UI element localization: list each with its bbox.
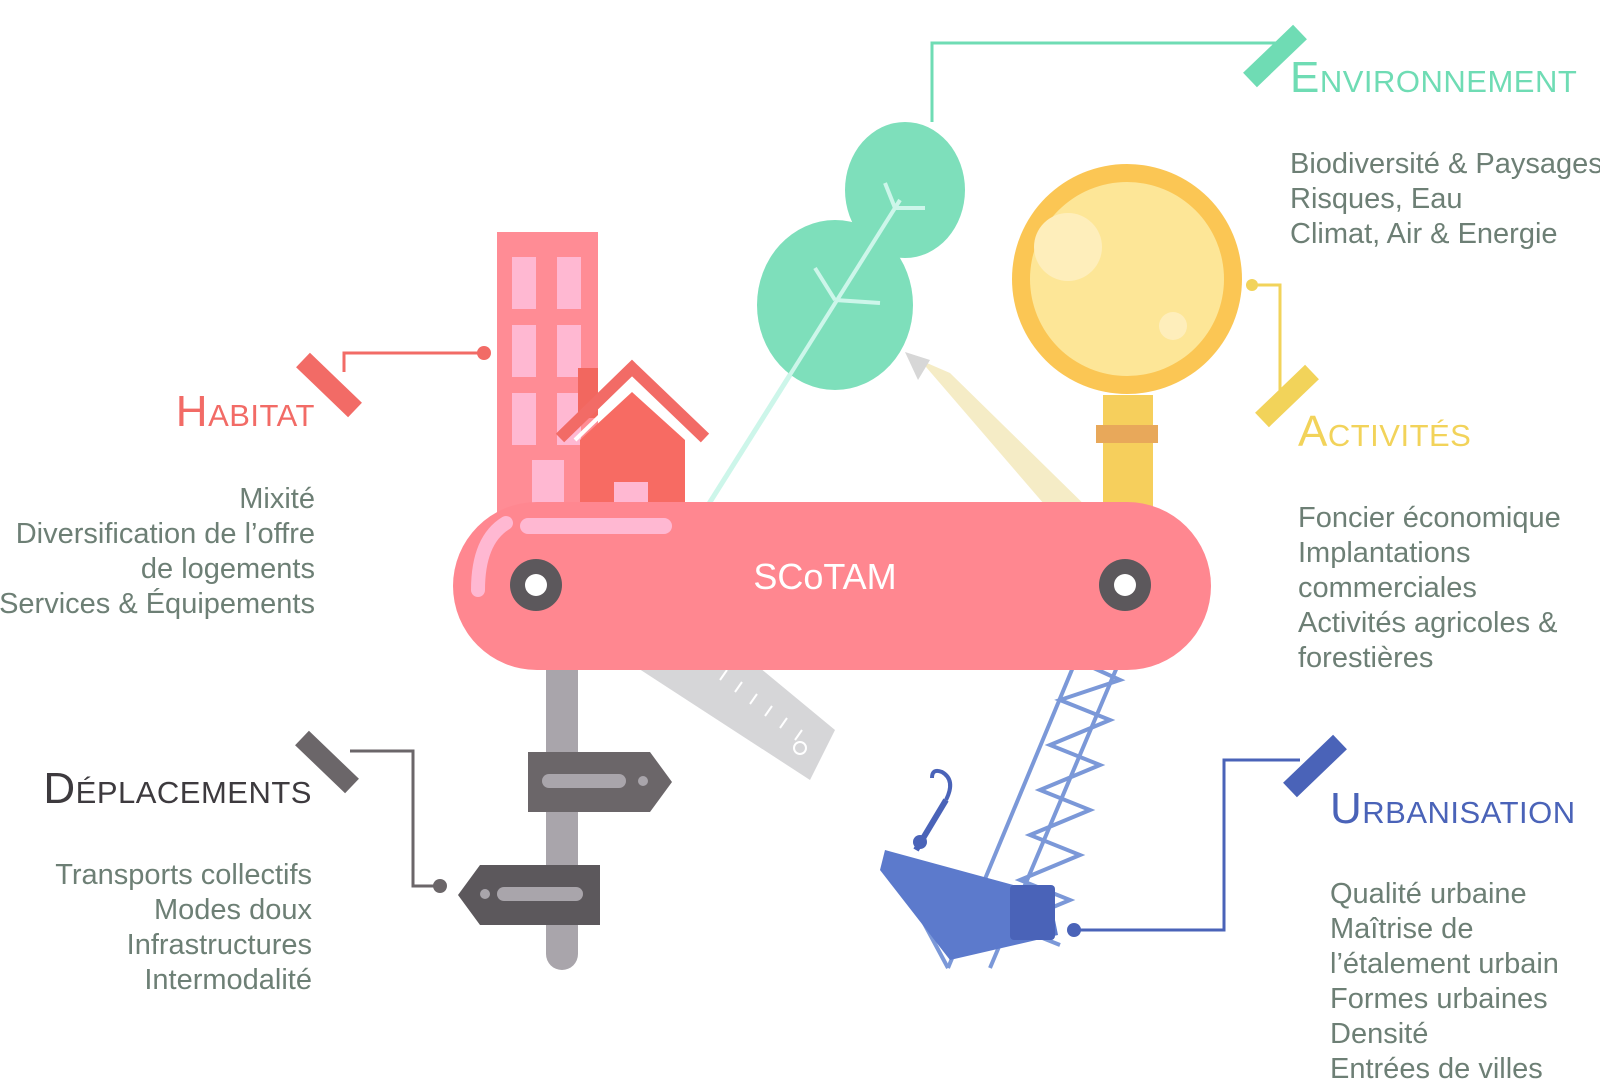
list-item: de logements <box>140 553 315 585</box>
list-item: Intermodalité <box>144 964 312 996</box>
list-item: Qualité urbaine <box>1330 878 1527 910</box>
habitat-title: Habitat <box>175 387 315 436</box>
habitat-items: Mixité Diversification de l’offre de log… <box>0 482 315 622</box>
list-item: Diversification de l’offre <box>15 518 315 550</box>
deplacements-title: Déplacements <box>43 764 312 813</box>
center-label: SCoTAM <box>753 556 897 597</box>
pencil-tool <box>905 352 1100 540</box>
list-item: forestières <box>1298 642 1434 674</box>
house-tool <box>555 359 710 510</box>
list-item: Mixité <box>239 483 315 515</box>
environnement-items: Biodiversité & Paysages Risques, Eau Cli… <box>1290 147 1600 252</box>
activites-marker <box>1255 364 1319 428</box>
list-item: Biodiversité & Paysages <box>1290 148 1600 180</box>
signpost-tool <box>458 640 672 970</box>
magnifying-glass-tool <box>1012 164 1242 515</box>
list-item: Modes doux <box>154 894 312 926</box>
activites-items: Foncier économique Implantations commerc… <box>1298 501 1561 676</box>
list-item: Risques, Eau <box>1290 183 1463 215</box>
deplacements-items: Transports collectifs Modes doux Infrast… <box>55 858 312 998</box>
environnement-connector <box>930 41 1290 122</box>
deplacements-marker <box>295 730 359 794</box>
list-item: Maîtrise de <box>1330 913 1474 945</box>
environnement-title: Environnement <box>1290 53 1578 102</box>
list-item: Climat, Air & Energie <box>1290 218 1558 250</box>
environnement-marker <box>1243 24 1307 88</box>
activites-connector <box>1252 283 1282 395</box>
deplacements-connector <box>350 749 440 888</box>
list-item: Transports collectifs <box>55 859 312 891</box>
list-item: Formes urbaines <box>1330 983 1548 1015</box>
habitat-connector <box>342 351 484 372</box>
urbanisation-title: Urbanisation <box>1330 784 1576 833</box>
habitat-marker <box>296 352 362 418</box>
list-item: Infrastructures <box>126 929 312 961</box>
crane-arm <box>880 768 1058 960</box>
list-item: Implantations <box>1298 537 1471 569</box>
urbanisation-items: Qualité urbaine Maîtrise de l’étalement … <box>1330 877 1559 1087</box>
urbanisation-marker <box>1283 734 1347 798</box>
list-item: Activités agricoles & <box>1298 607 1558 639</box>
leaf-tool <box>702 122 965 512</box>
list-item: Entrées de villes <box>1330 1053 1543 1085</box>
activites-title: Activités <box>1298 407 1472 456</box>
list-item: l’étalement urbain <box>1330 948 1559 980</box>
list-item: commerciales <box>1298 572 1477 604</box>
list-item: Services & Équipements <box>0 588 315 620</box>
list-item: Densité <box>1330 1018 1429 1050</box>
urbanisation-connector <box>1074 758 1300 932</box>
list-item: Foncier économique <box>1298 502 1561 534</box>
knife-body <box>453 502 1211 670</box>
